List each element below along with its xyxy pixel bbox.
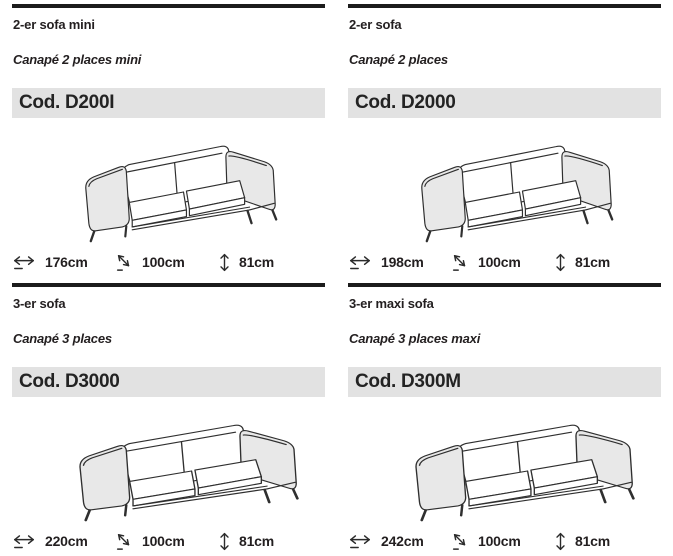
height-arrow-icon xyxy=(219,252,230,273)
depth-arrow-icon xyxy=(451,532,469,551)
width-value: 176cm xyxy=(45,254,88,270)
product-code: Cod. D200I xyxy=(19,92,115,113)
sofa-line-drawing xyxy=(348,122,661,244)
height-dimension: 81cm xyxy=(555,531,610,552)
dimensions-row: 198cm 100cm 81cm xyxy=(348,250,661,274)
depth-dimension: 100cm xyxy=(115,532,219,551)
dimensions-row: 176cm 100cm 81cm xyxy=(12,250,325,274)
sofa-line-drawing xyxy=(12,122,325,244)
height-arrow-icon xyxy=(555,531,566,552)
width-value: 242cm xyxy=(381,533,424,549)
width-dimension: 220cm xyxy=(12,533,115,550)
product-code: Cod. D3000 xyxy=(19,371,120,392)
product-title: 2-er sofa mini xyxy=(13,17,95,32)
sofa-illustration xyxy=(413,140,625,244)
depth-dimension: 100cm xyxy=(115,253,219,272)
section-divider xyxy=(12,4,325,8)
sofa-illustration xyxy=(406,419,648,523)
height-arrow-icon xyxy=(219,531,230,552)
product-subtitle-french: Canapé 2 places xyxy=(349,52,448,67)
product-code-bar: Cod. D3000 xyxy=(12,367,325,397)
depth-arrow-icon xyxy=(115,532,133,551)
sofa-line-drawing xyxy=(348,401,661,523)
height-value: 81cm xyxy=(575,254,611,270)
height-dimension: 81cm xyxy=(219,531,274,552)
dimensions-row: 220cm 100cm 81cm xyxy=(12,529,325,553)
depth-dimension: 100cm xyxy=(451,532,555,551)
product-subtitle-french: Canapé 3 places maxi xyxy=(349,331,481,346)
product-code-bar: Cod. D300M xyxy=(348,367,661,397)
section-divider xyxy=(348,4,661,8)
section-divider xyxy=(12,283,325,287)
depth-dimension: 100cm xyxy=(451,253,555,272)
height-value: 81cm xyxy=(575,533,611,549)
depth-arrow-icon xyxy=(115,253,133,272)
product-code-bar: Cod. D2000 xyxy=(348,88,661,118)
depth-value: 100cm xyxy=(478,254,521,270)
section-divider xyxy=(348,283,661,287)
height-dimension: 81cm xyxy=(555,252,610,273)
product-code-bar: Cod. D200I xyxy=(12,88,325,118)
dimensions-row: 242cm 100cm 81cm xyxy=(348,529,661,553)
height-dimension: 81cm xyxy=(219,252,274,273)
depth-value: 100cm xyxy=(142,254,185,270)
product-code: Cod. D300M xyxy=(355,371,461,392)
width-dimension: 242cm xyxy=(348,533,451,550)
width-arrow-icon xyxy=(348,533,372,550)
product-title: 2-er sofa xyxy=(349,17,402,32)
width-arrow-icon xyxy=(12,254,36,271)
product-subtitle-french: Canapé 2 places mini xyxy=(13,52,142,67)
height-value: 81cm xyxy=(239,254,275,270)
sofa-illustration xyxy=(70,419,312,523)
product-card-3er: 3-er sofa Canapé 3 places Cod. D3000 220… xyxy=(12,283,325,556)
width-dimension: 176cm xyxy=(12,254,115,271)
product-card-2er-mini: 2-er sofa mini Canapé 2 places mini Cod.… xyxy=(12,4,325,283)
product-title: 3-er maxi sofa xyxy=(349,296,434,311)
product-title: 3-er sofa xyxy=(13,296,66,311)
product-code: Cod. D2000 xyxy=(355,92,456,113)
depth-value: 100cm xyxy=(142,533,185,549)
product-card-3er-maxi: 3-er maxi sofa Canapé 3 places maxi Cod.… xyxy=(348,283,661,556)
depth-value: 100cm xyxy=(478,533,521,549)
width-dimension: 198cm xyxy=(348,254,451,271)
height-value: 81cm xyxy=(239,533,275,549)
sofa-line-drawing xyxy=(12,401,325,523)
product-subtitle-french: Canapé 3 places xyxy=(13,331,112,346)
width-value: 198cm xyxy=(381,254,424,270)
depth-arrow-icon xyxy=(451,253,469,272)
height-arrow-icon xyxy=(555,252,566,273)
width-value: 220cm xyxy=(45,533,88,549)
width-arrow-icon xyxy=(348,254,372,271)
sofa-illustration xyxy=(77,140,289,244)
product-card-2er: 2-er sofa Canapé 2 places Cod. D2000 198… xyxy=(348,4,661,283)
width-arrow-icon xyxy=(12,533,36,550)
